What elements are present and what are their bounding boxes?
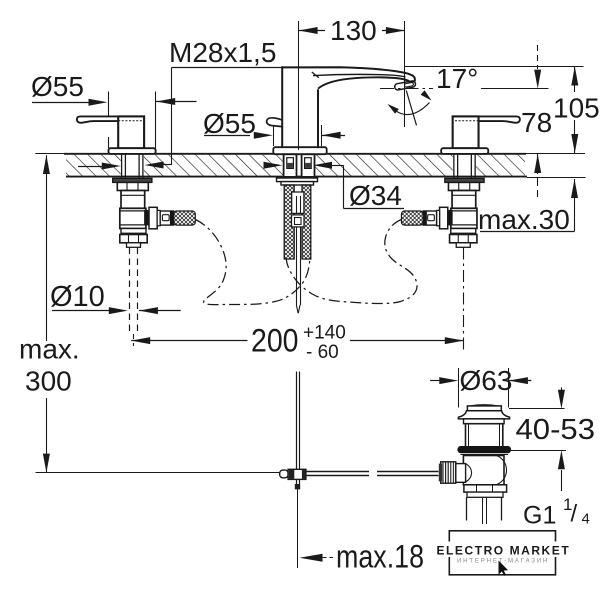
svg-text:- 60: - 60 [306,342,339,363]
svg-text:1: 1 [563,495,572,514]
svg-text:Ø55: Ø55 [203,108,256,139]
svg-text:/: / [571,501,578,528]
svg-text:G1: G1 [523,502,556,530]
svg-text:17°: 17° [436,63,478,94]
svg-text:Ø34: Ø34 [349,180,402,211]
svg-text:40-53: 40-53 [516,414,596,446]
svg-text:Ø63: Ø63 [460,365,513,396]
svg-text:105: 105 [553,93,600,124]
svg-text:max.: max. [19,334,80,365]
svg-text:ELECTRO MARKET: ELECTRO MARKET [437,544,571,558]
svg-text:300: 300 [25,366,72,397]
svg-text:Ø10: Ø10 [50,281,105,313]
svg-text:Ø55: Ø55 [31,71,84,102]
svg-text:max.18: max.18 [336,539,424,575]
svg-text:200: 200 [251,323,299,359]
svg-text:4: 4 [582,511,590,528]
svg-text:78: 78 [521,107,552,138]
svg-text:ИНТЕРНЕТ-МАГАЗИН: ИНТЕРНЕТ-МАГАЗИН [457,558,549,565]
svg-text:max.30: max.30 [478,204,570,235]
svg-text:M28x1,5: M28x1,5 [169,37,276,68]
svg-text:130: 130 [330,15,377,46]
svg-text:+140: +140 [303,323,346,344]
